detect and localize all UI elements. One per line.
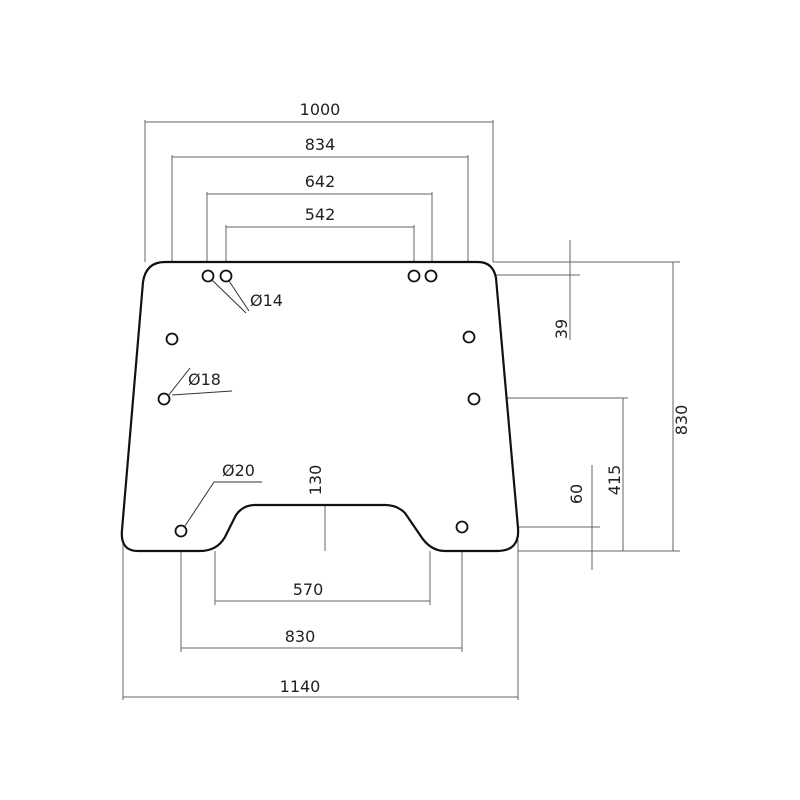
hole-top-2 xyxy=(219,269,233,283)
dimension-lines xyxy=(122,120,680,700)
hole-right-upper xyxy=(462,330,476,344)
hole-top-3 xyxy=(407,269,421,283)
dim-830-bottom: 830 xyxy=(285,627,316,646)
hole-top-4 xyxy=(424,269,438,283)
dimension-labels: 1000 834 642 542 39 830 415 60 130 570 8… xyxy=(188,100,691,696)
callout-d20: Ø20 xyxy=(222,461,255,480)
holes xyxy=(157,269,481,538)
hole-bottom-right xyxy=(455,520,469,534)
hole-left-lower xyxy=(157,392,171,406)
dim-642: 642 xyxy=(305,172,336,191)
hole-left-upper xyxy=(165,332,179,346)
hole-bottom-left xyxy=(174,524,188,538)
dim-834: 834 xyxy=(305,135,336,154)
dim-415: 415 xyxy=(605,465,624,496)
dim-1140: 1140 xyxy=(280,677,321,696)
dim-830-vertical: 830 xyxy=(672,405,691,436)
dim-60: 60 xyxy=(567,484,586,504)
callout-leaders xyxy=(167,279,262,527)
hole-top-1 xyxy=(201,269,215,283)
dim-1000: 1000 xyxy=(300,100,341,119)
callout-d14: Ø14 xyxy=(250,291,283,310)
hole-right-lower xyxy=(467,392,481,406)
dim-542: 542 xyxy=(305,205,336,224)
callout-d18: Ø18 xyxy=(188,370,221,389)
dim-39: 39 xyxy=(552,319,571,339)
panel-outline xyxy=(120,260,520,553)
dim-130: 130 xyxy=(306,465,325,496)
dim-570: 570 xyxy=(293,580,324,599)
